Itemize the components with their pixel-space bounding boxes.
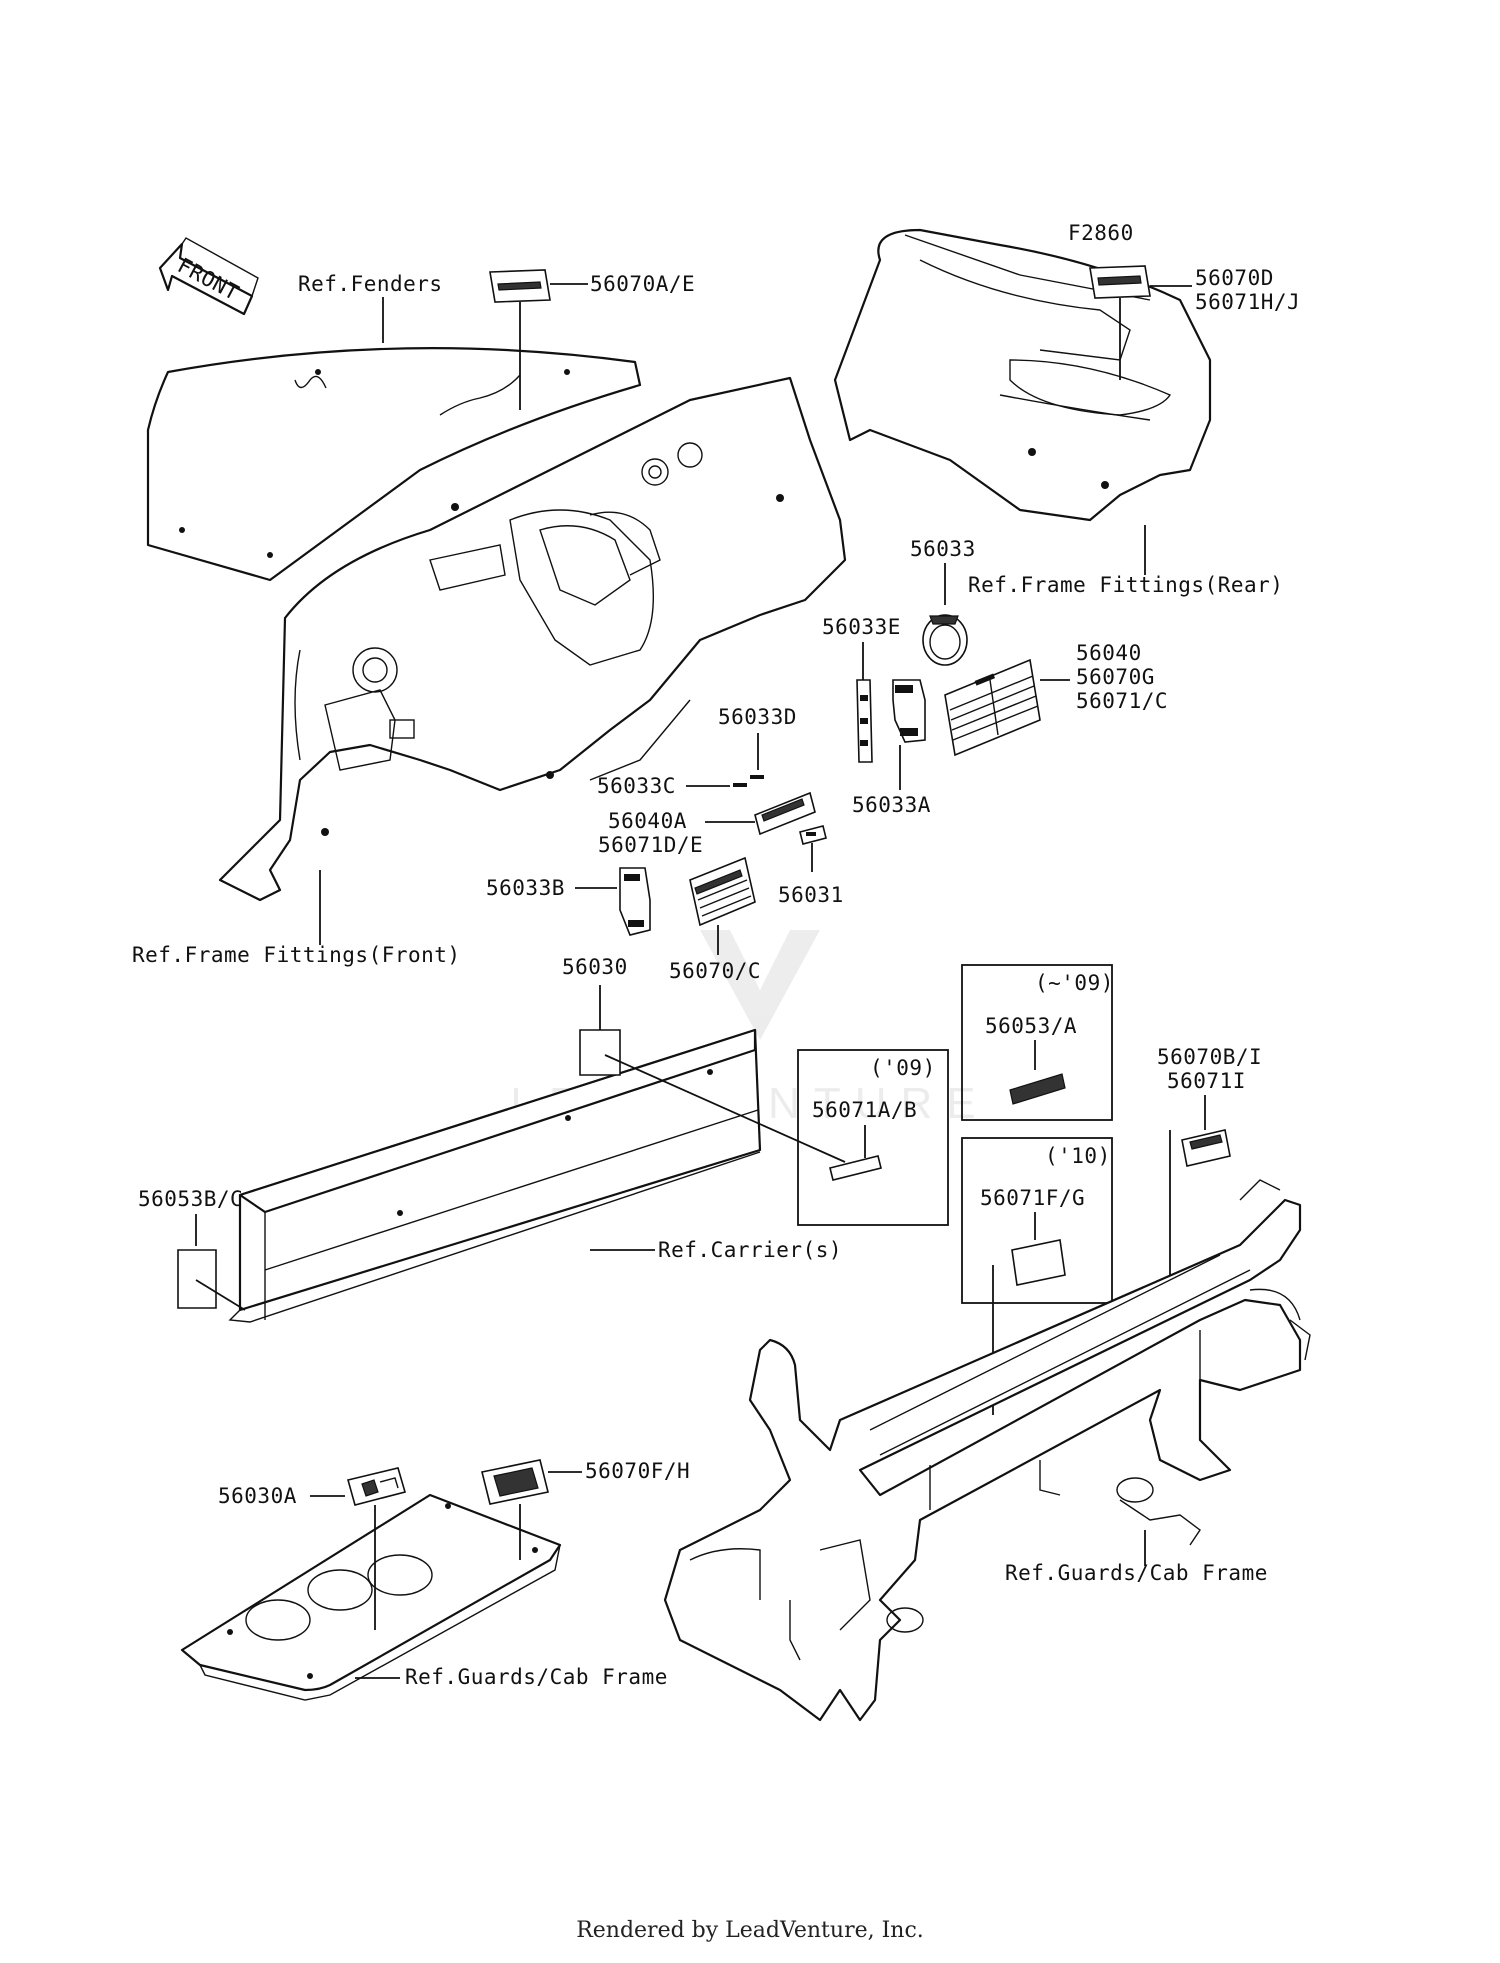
part-56033e-label: 56033E <box>822 615 901 639</box>
figure-id: F2860 <box>1068 221 1134 245</box>
decal-56031 <box>799 825 827 845</box>
decal-56071fg <box>1011 1239 1066 1286</box>
part-56071hj-label: 56071H/J <box>1195 290 1300 314</box>
decal-56070c <box>689 856 756 927</box>
part-56033a-label: 56033A <box>852 793 931 817</box>
part-56030-label: 56030 <box>562 955 628 979</box>
carrier-panel <box>228 1028 762 1323</box>
part-56030a-label: 56030A <box>218 1484 297 1508</box>
part-56053a-label: 56053/A <box>985 1014 1077 1038</box>
part-56071i-label: 56071I <box>1167 1069 1246 1093</box>
part-56031-label: 56031 <box>778 883 844 907</box>
part-56071c-label: 56071/C <box>1076 689 1168 713</box>
year-box-10-label: ('10) <box>1045 1144 1111 1168</box>
part-56033-label: 56033 <box>910 537 976 561</box>
footer-credit: Rendered by LeadVenture, Inc. <box>576 1918 924 1943</box>
decal-56040a <box>754 791 816 836</box>
part-56070d-label: 56070D <box>1195 266 1274 290</box>
decal-56033c <box>733 783 747 787</box>
year-box-10 <box>961 1137 1113 1304</box>
fender-panel <box>146 347 642 582</box>
decal-56070d <box>1089 265 1151 299</box>
decal-56030 <box>579 1029 621 1076</box>
decal-56070ae <box>489 269 551 303</box>
ref-fenders-label: Ref.Fenders <box>298 272 443 296</box>
front-arrow-label: FRONT <box>174 253 243 305</box>
ref-guards-left-label: Ref.Guards/Cab Frame <box>405 1665 668 1689</box>
decal-56070bi <box>1181 1129 1231 1167</box>
decal-56070fh <box>481 1459 549 1505</box>
part-56071ab-label: 56071A/B <box>812 1098 917 1122</box>
year-box-09-label: ('09) <box>870 1056 936 1080</box>
year-box-pre09 <box>961 964 1113 1121</box>
ref-carriers-label: Ref.Carrier(s) <box>658 1238 842 1262</box>
ref-guards-right-label: Ref.Guards/Cab Frame <box>1005 1561 1268 1585</box>
ref-frame-front-label: Ref.Frame Fittings(Front) <box>132 943 461 967</box>
part-56070g-label: 56070G <box>1076 665 1155 689</box>
part-56071fg-label: 56071F/G <box>980 1186 1085 1210</box>
year-box-pre09-label: (~'09) <box>1035 971 1114 995</box>
front-arrow-icon: FRONT <box>158 237 259 316</box>
part-56071de-label: 56071D/E <box>598 833 703 857</box>
ref-frame-rear-label: Ref.Frame Fittings(Rear) <box>968 573 1283 597</box>
decal-56030a <box>347 1467 406 1506</box>
decal-56040 <box>944 658 1041 757</box>
part-56040a-label: 56040A <box>608 809 687 833</box>
dashboard-panel <box>218 376 847 902</box>
decal-56053bc <box>177 1249 217 1309</box>
guard-plate <box>180 1493 562 1701</box>
part-56033b-label: 56033B <box>486 876 565 900</box>
part-56053bc-label: 56053B/C <box>138 1187 243 1211</box>
decal-56033d <box>750 775 764 779</box>
part-56070c-label: 56070/C <box>669 959 761 983</box>
part-56070ae-label: 56070A/E <box>590 272 695 296</box>
decal-56033a <box>892 679 926 743</box>
decal-56033e <box>856 679 873 763</box>
part-56033c-label: 56033C <box>597 774 676 798</box>
rear-fender-panel <box>833 228 1212 522</box>
decal-56053a <box>1009 1073 1066 1105</box>
part-56070bi-label: 56070B/I <box>1157 1045 1262 1069</box>
cab-frame <box>663 1179 1311 1722</box>
decal-56071ab <box>829 1155 882 1181</box>
year-box-09 <box>797 1049 949 1226</box>
decal-56033 <box>922 614 968 666</box>
decal-56033b <box>619 867 651 936</box>
part-56070fh-label: 56070F/H <box>585 1459 690 1483</box>
part-56040-label: 56040 <box>1076 641 1142 665</box>
part-56033d-label: 56033D <box>718 705 797 729</box>
